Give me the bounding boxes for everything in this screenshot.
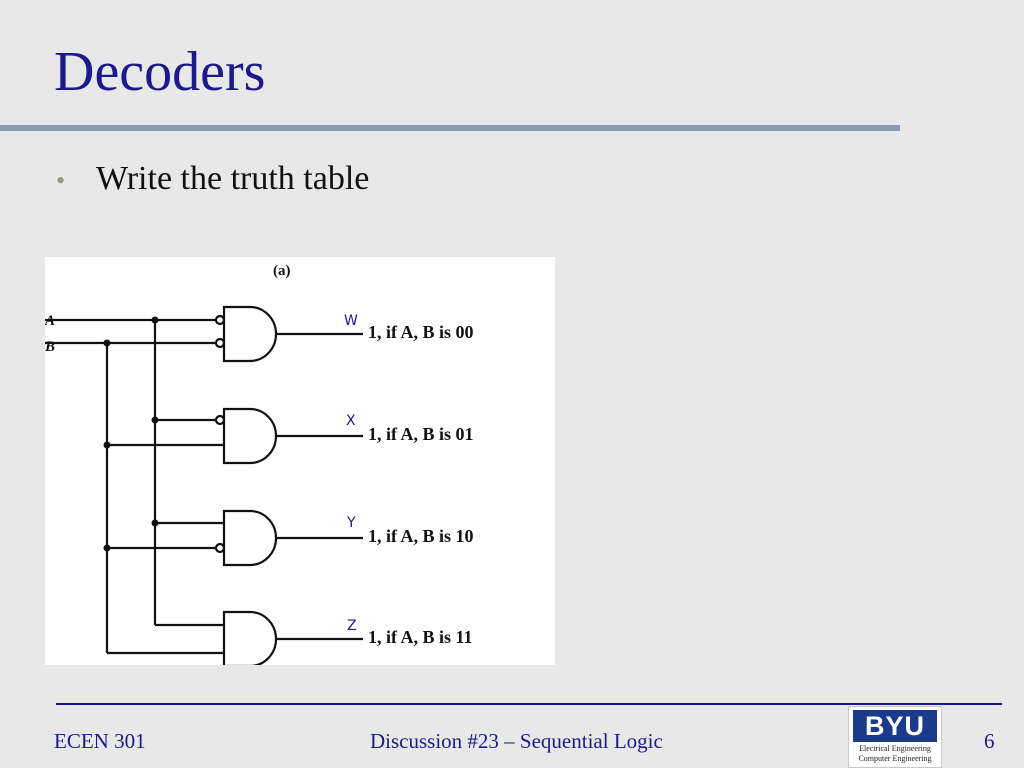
output-text-w: 1, if A, B is 00: [368, 322, 474, 342]
page-number: 6: [984, 729, 995, 753]
footer-divider: [56, 703, 1002, 705]
slide-title: Decoders: [54, 41, 266, 103]
footer-course: ECEN 301: [54, 729, 146, 753]
logo-line-ee: Electrical Engineering: [859, 744, 931, 753]
output-text-z: 1, if A, B is 11: [368, 627, 473, 647]
title-divider: [0, 125, 900, 131]
decoder-diagram: (a) A B W X Y Z 1, if A, B is 00 1, if A…: [45, 257, 555, 665]
logo-line-ce: Computer Engineering: [858, 754, 932, 763]
output-text-y: 1, if A, B is 10: [368, 526, 474, 546]
output-letter-z: Z: [347, 618, 357, 634]
output-letter-x: X: [346, 413, 356, 429]
input-label-a: A: [45, 313, 55, 329]
input-label-b: B: [45, 339, 55, 355]
byu-logo: BYU Electrical Engineering Computer Engi…: [848, 706, 942, 768]
decoder-circuit: (a) A B W X Y Z 1, if A, B is 00 1, if A…: [45, 263, 474, 665]
output-letter-y: Y: [346, 515, 356, 531]
byu-logo-mark: BYU: [853, 710, 937, 742]
output-letter-w: W: [344, 313, 358, 329]
diagram-label: (a): [273, 263, 291, 279]
bullet-dot-icon: •: [56, 166, 66, 195]
footer-topic: Discussion #23 – Sequential Logic: [370, 729, 663, 753]
bullet-text: Write the truth table: [96, 160, 370, 197]
output-text-x: 1, if A, B is 01: [368, 424, 474, 444]
